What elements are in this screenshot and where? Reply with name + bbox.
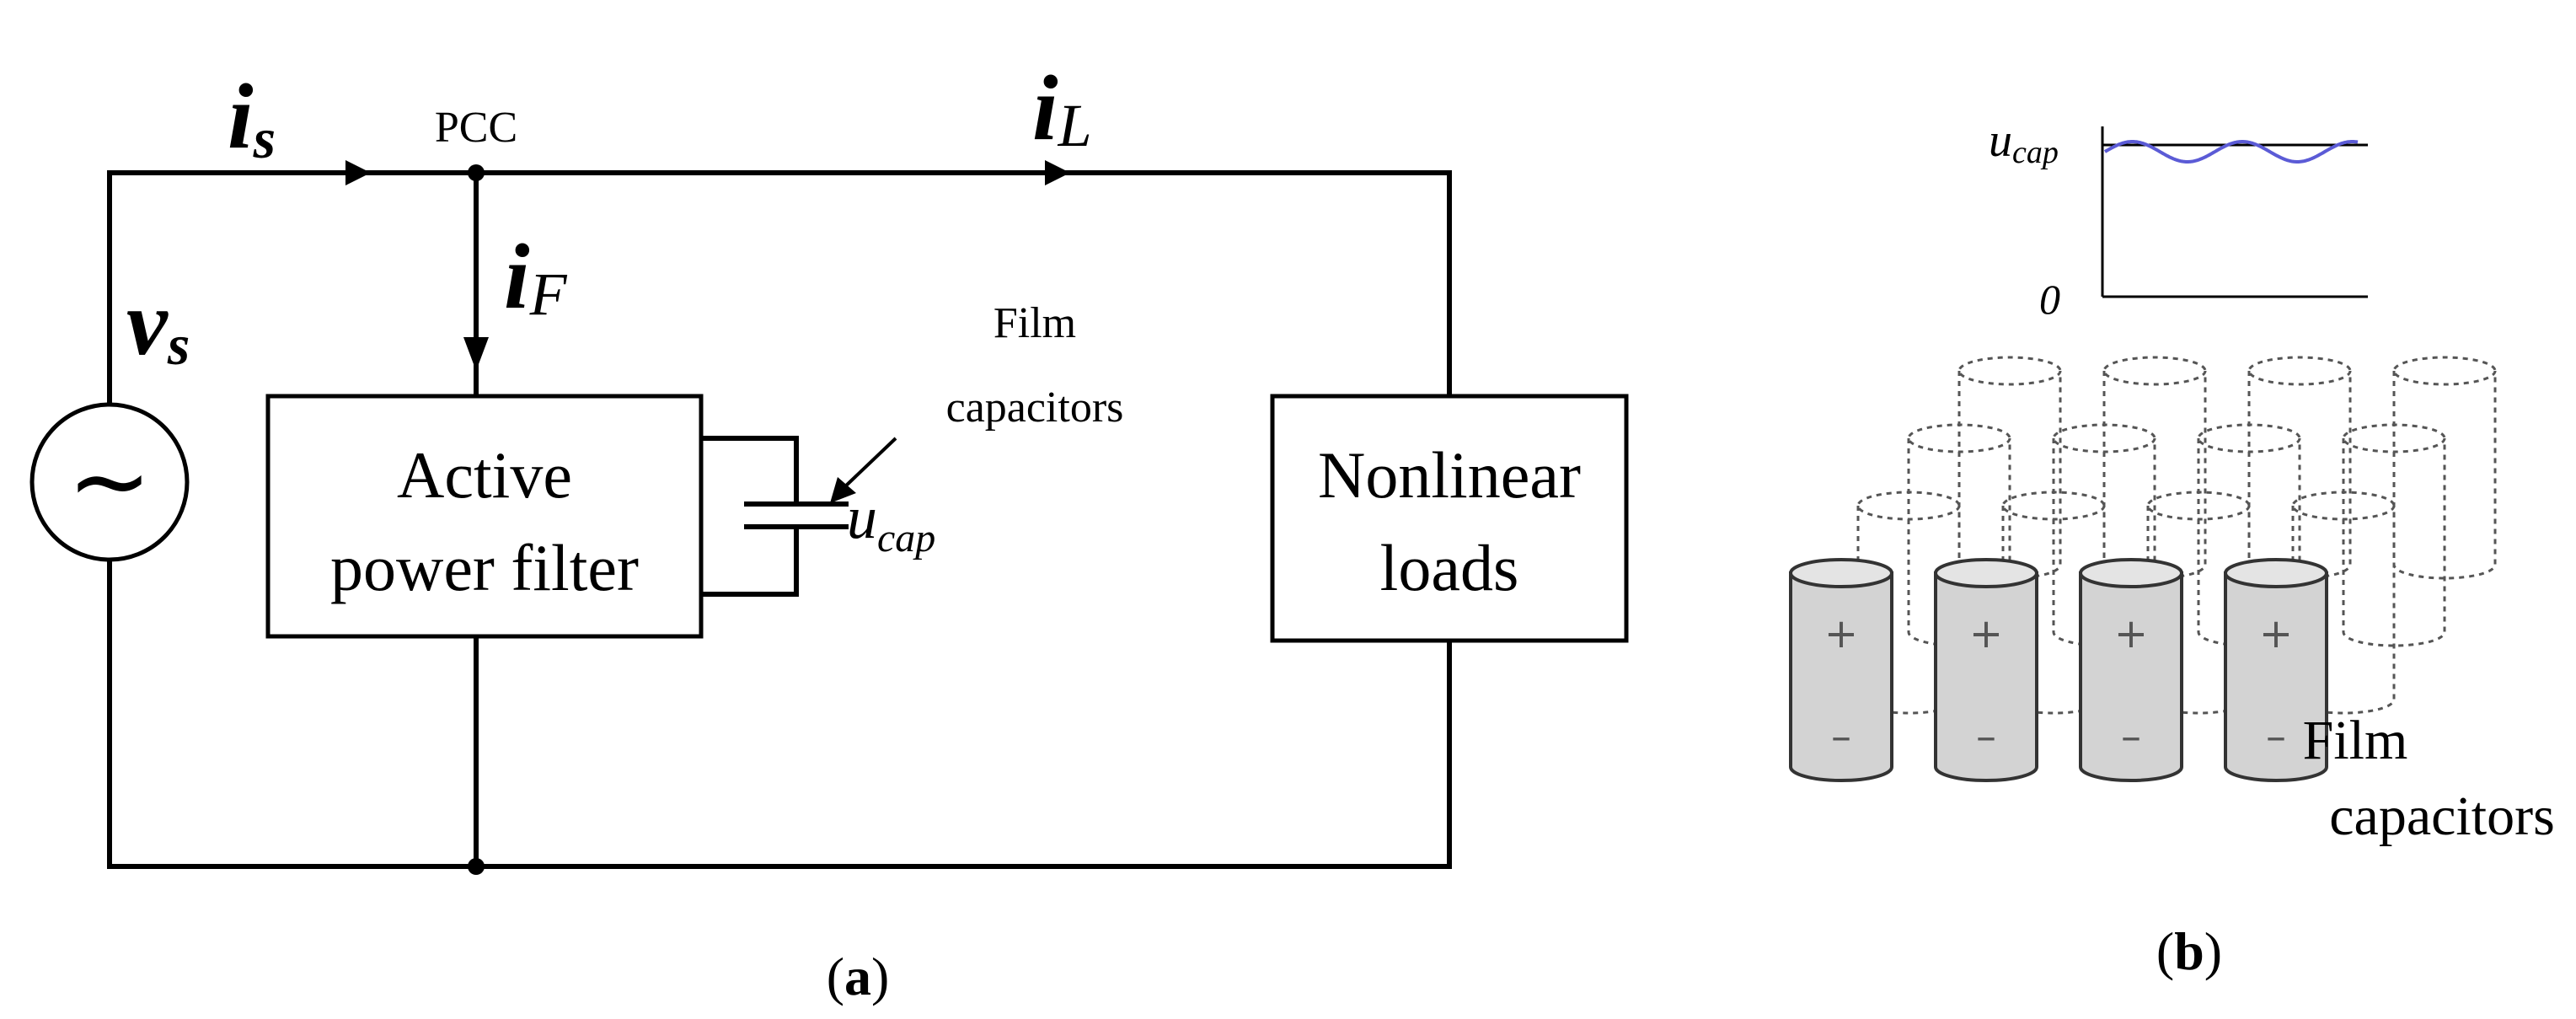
filter-current-arrow [463, 337, 489, 371]
source-current-label: is [228, 65, 276, 170]
panel-b-label: (b) [2156, 921, 2222, 981]
film-capacitor: +– [1789, 558, 1893, 782]
bank-caption-line1: Film [2303, 710, 2408, 771]
pcc-label: PCC [435, 104, 517, 152]
load-label-line1: Nonlinear [1318, 438, 1581, 512]
top-wire [107, 170, 1452, 399]
left-wire-bottom [107, 558, 1452, 869]
load-label-line2: loads [1380, 531, 1519, 604]
cap-caption-line2: capacitors [946, 383, 1124, 432]
panel-a-circuit: ~ Active power filter Nonlinear loads is… [29, 56, 1629, 1006]
active-power-filter-box [265, 394, 704, 639]
cap-caption-arrowhead [830, 477, 856, 503]
dashed-capacitor [2392, 356, 2497, 580]
bottom-junction-dot [468, 858, 485, 875]
plus-terminal-label: + [1824, 610, 1858, 657]
ac-source [29, 402, 190, 562]
load-current-label: iL [1032, 56, 1092, 159]
dashed-capacitor [2247, 356, 2352, 580]
ripple-plot: ucap 0 [1989, 115, 2368, 323]
minus-terminal-label: – [2121, 713, 2141, 760]
apf-label-line2: power filter [330, 531, 639, 604]
ac-source-symbol: ~ [67, 423, 153, 540]
film-capacitor: +– [2079, 558, 2183, 782]
film-capacitor: +– [2224, 558, 2328, 782]
apf-label-line1: Active [397, 438, 572, 512]
cap-caption-arrow [841, 437, 897, 491]
cap-loop-top [699, 436, 799, 507]
ripple-curve [2103, 140, 2359, 164]
minus-terminal-label: – [2266, 713, 2286, 760]
load-current-arrow [1045, 160, 1070, 185]
nonlinear-loads-box [1270, 394, 1629, 643]
minus-terminal-label: – [1831, 713, 1851, 760]
plus-terminal-label: + [2259, 610, 2293, 657]
film-capacitor: +– [1934, 558, 2038, 782]
minus-terminal-label: – [1976, 713, 1996, 760]
cap-voltage-label: ucap [847, 484, 935, 560]
dashed-capacitor [2342, 423, 2446, 647]
cap-loop-bottom [699, 524, 799, 597]
source-voltage-label: vs [126, 271, 190, 377]
panel-b: ucap 0 +–+–+–+– Film capacitors (b) [1789, 115, 2555, 981]
dashed-capacitor [2291, 491, 2396, 715]
source-current-arrow [345, 160, 371, 185]
dashed-capacitor [2102, 356, 2207, 580]
panel-a-label: (a) [827, 947, 890, 1006]
plot-zero-label: 0 [2039, 276, 2060, 323]
plus-terminal-label: + [2114, 610, 2148, 657]
cap-caption-line1: Film [993, 299, 1076, 347]
plot-ylabel: ucap [1989, 115, 2059, 170]
filter-current-label: iF [504, 225, 568, 328]
pcc-junction-dot [468, 164, 485, 181]
bank-caption-line2: capacitors [2329, 786, 2555, 847]
dashed-capacitor [1957, 356, 2062, 580]
plus-terminal-label: + [1969, 610, 2003, 657]
front-capacitor-row: +–+–+–+– [1789, 558, 2328, 782]
